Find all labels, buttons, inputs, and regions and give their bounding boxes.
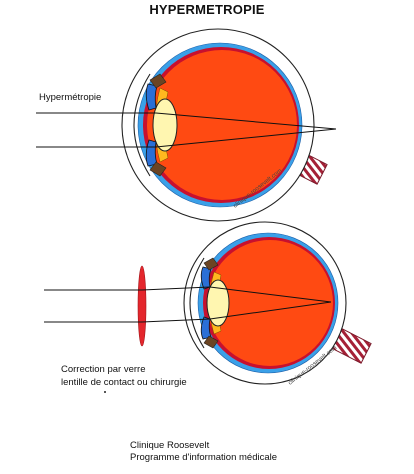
refracted-ray-lower-bottom bbox=[209, 301, 332, 320]
hypermetropia-label: Hypermétropie bbox=[39, 92, 102, 103]
footer: Clinique Roosevelt Programme d'informati… bbox=[130, 440, 277, 464]
corrective-lens bbox=[137, 265, 147, 347]
refracted-ray-upper-bottom bbox=[209, 286, 332, 303]
lens-bottom bbox=[206, 279, 230, 327]
footer-program: Programme d'information médicale bbox=[130, 452, 278, 463]
ciliary-muscle-upper-top bbox=[149, 73, 167, 89]
correction-label: Correction par verre lentille de contact… bbox=[61, 363, 187, 389]
ciliary-muscle-lower-top bbox=[149, 161, 167, 177]
page-title: HYPERMETROPIE bbox=[149, 2, 265, 17]
uncorrected-eye: clinique-roosevelt.com bbox=[36, 28, 337, 222]
refracted-ray-lower-top bbox=[155, 128, 337, 148]
iris-upper-top bbox=[145, 83, 158, 111]
ciliary-muscle-lower-bottom bbox=[203, 335, 219, 349]
iris-upper-bottom bbox=[200, 266, 212, 290]
vitreous-top bbox=[147, 50, 297, 200]
footer-clinic-name: Clinique Roosevelt bbox=[130, 440, 210, 451]
cornea-bottom bbox=[189, 257, 205, 349]
converging-ray-lower-bottom bbox=[141, 318, 211, 323]
lens-top bbox=[152, 98, 178, 152]
correction-label-line1: Correction par verre bbox=[61, 364, 146, 375]
cornea-top bbox=[133, 73, 151, 177]
iris-lower-bottom bbox=[200, 316, 212, 340]
iris-lower-top bbox=[145, 139, 158, 167]
stray-dot bbox=[104, 391, 106, 393]
correction-label-line2: lentille de contact ou chirurgie bbox=[61, 377, 187, 388]
vitreous-bottom bbox=[207, 240, 333, 366]
converging-ray-upper-bottom bbox=[141, 286, 211, 291]
corrected-eye: clinique-roosevelt.com bbox=[44, 221, 372, 387]
ciliary-muscle-upper-bottom bbox=[203, 257, 219, 271]
refracted-ray-upper-top bbox=[155, 112, 337, 130]
